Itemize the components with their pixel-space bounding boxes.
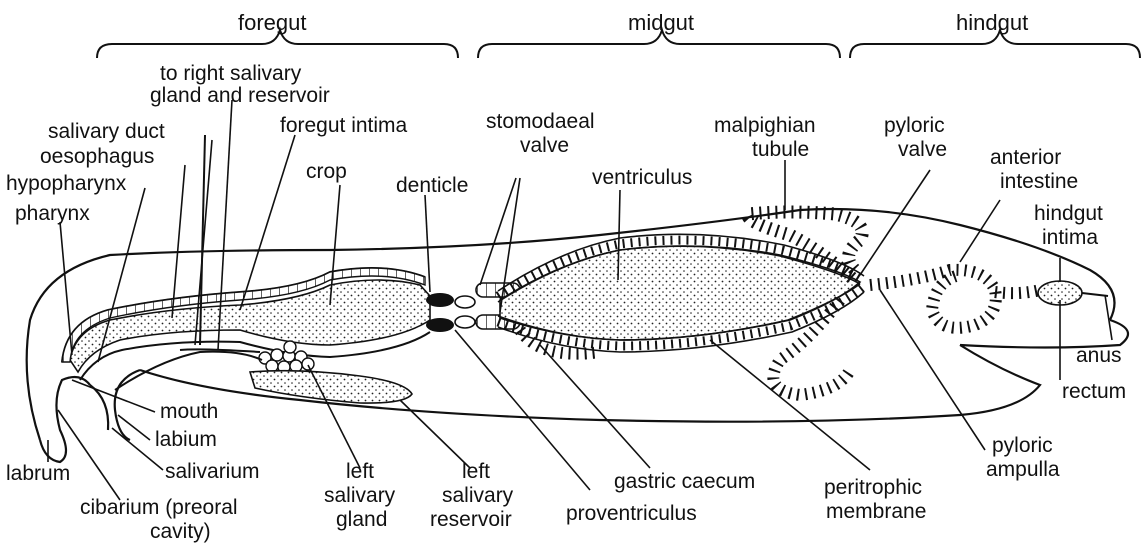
foregut-intima-label: foregut intima [280, 114, 408, 137]
left-salivary-reservoir-label: left [462, 460, 490, 483]
pyloric-ampulla-label: pyloric [992, 434, 1053, 457]
cibarium-label-2: cavity) [150, 520, 211, 543]
salivary-duct-label: salivary duct [48, 120, 165, 143]
anterior-intestine-label: anterior [990, 146, 1061, 169]
stomodaeal-valve-label: stomodaeal [486, 110, 595, 133]
mouth-label: mouth [160, 400, 218, 423]
foregut-label: foregut [238, 10, 307, 35]
cibarium-label: cibarium (preoral [80, 496, 238, 519]
left-salivary-gland [259, 341, 314, 373]
salivary-ducts [115, 135, 262, 390]
midgut-label: midgut [628, 10, 694, 35]
ventriculus [498, 234, 864, 352]
pyloric-ampulla-label-2: ampulla [986, 458, 1060, 481]
rectum-label: rectum [1062, 380, 1126, 403]
salivarium-label: salivarium [165, 460, 260, 483]
left-salivary-gland-label-2: salivary [324, 484, 396, 507]
foregut-tube [62, 268, 430, 380]
denticle-label: denticle [396, 174, 468, 197]
hypopharynx-label: hypopharynx [6, 172, 127, 195]
left-salivary-gland-label-3: gland [336, 508, 387, 531]
proventriculus-label: proventriculus [566, 502, 697, 525]
left-salivary-reservoir-label-2: salivary [442, 484, 514, 507]
gastric-caecum-label: gastric caecum [614, 470, 755, 493]
left-salivary-gland-label: left [346, 460, 374, 483]
proventriculus [426, 293, 475, 332]
anterior-intestine-label-2: intestine [1000, 170, 1078, 193]
oesophagus-label: oesophagus [40, 145, 154, 168]
to-right-salivary-label-2: gland and reservoir [150, 84, 330, 107]
labium-label: labium [155, 428, 217, 451]
stomodaeal-valve-label-2: valve [520, 134, 569, 157]
malpighian-tubule-label-2: tubule [752, 138, 809, 161]
pyloric-valve-label-2: valve [898, 138, 947, 161]
hindgut-intima-label: hindgut [1034, 202, 1103, 225]
peritrophic-membrane-label: peritrophic [824, 476, 922, 499]
hindgut-tube [870, 270, 1108, 328]
left-salivary-reservoir-label-3: reservoir [430, 508, 512, 531]
malpighian-tubule-label: malpighian [714, 114, 816, 137]
peritrophic-membrane-label-2: membrane [826, 500, 926, 523]
anus-label: anus [1076, 344, 1122, 367]
hindgut-intima-label-2: intima [1042, 226, 1098, 249]
hindgut-label: hindgut [956, 10, 1028, 35]
to-right-salivary-label: to right salivary [160, 62, 302, 85]
crop-label: crop [306, 160, 347, 183]
labrum-label: labrum [6, 462, 70, 485]
pharynx-label: pharynx [15, 202, 90, 225]
ventriculus-label: ventriculus [592, 166, 692, 189]
pyloric-valve-label: pyloric [884, 114, 945, 137]
